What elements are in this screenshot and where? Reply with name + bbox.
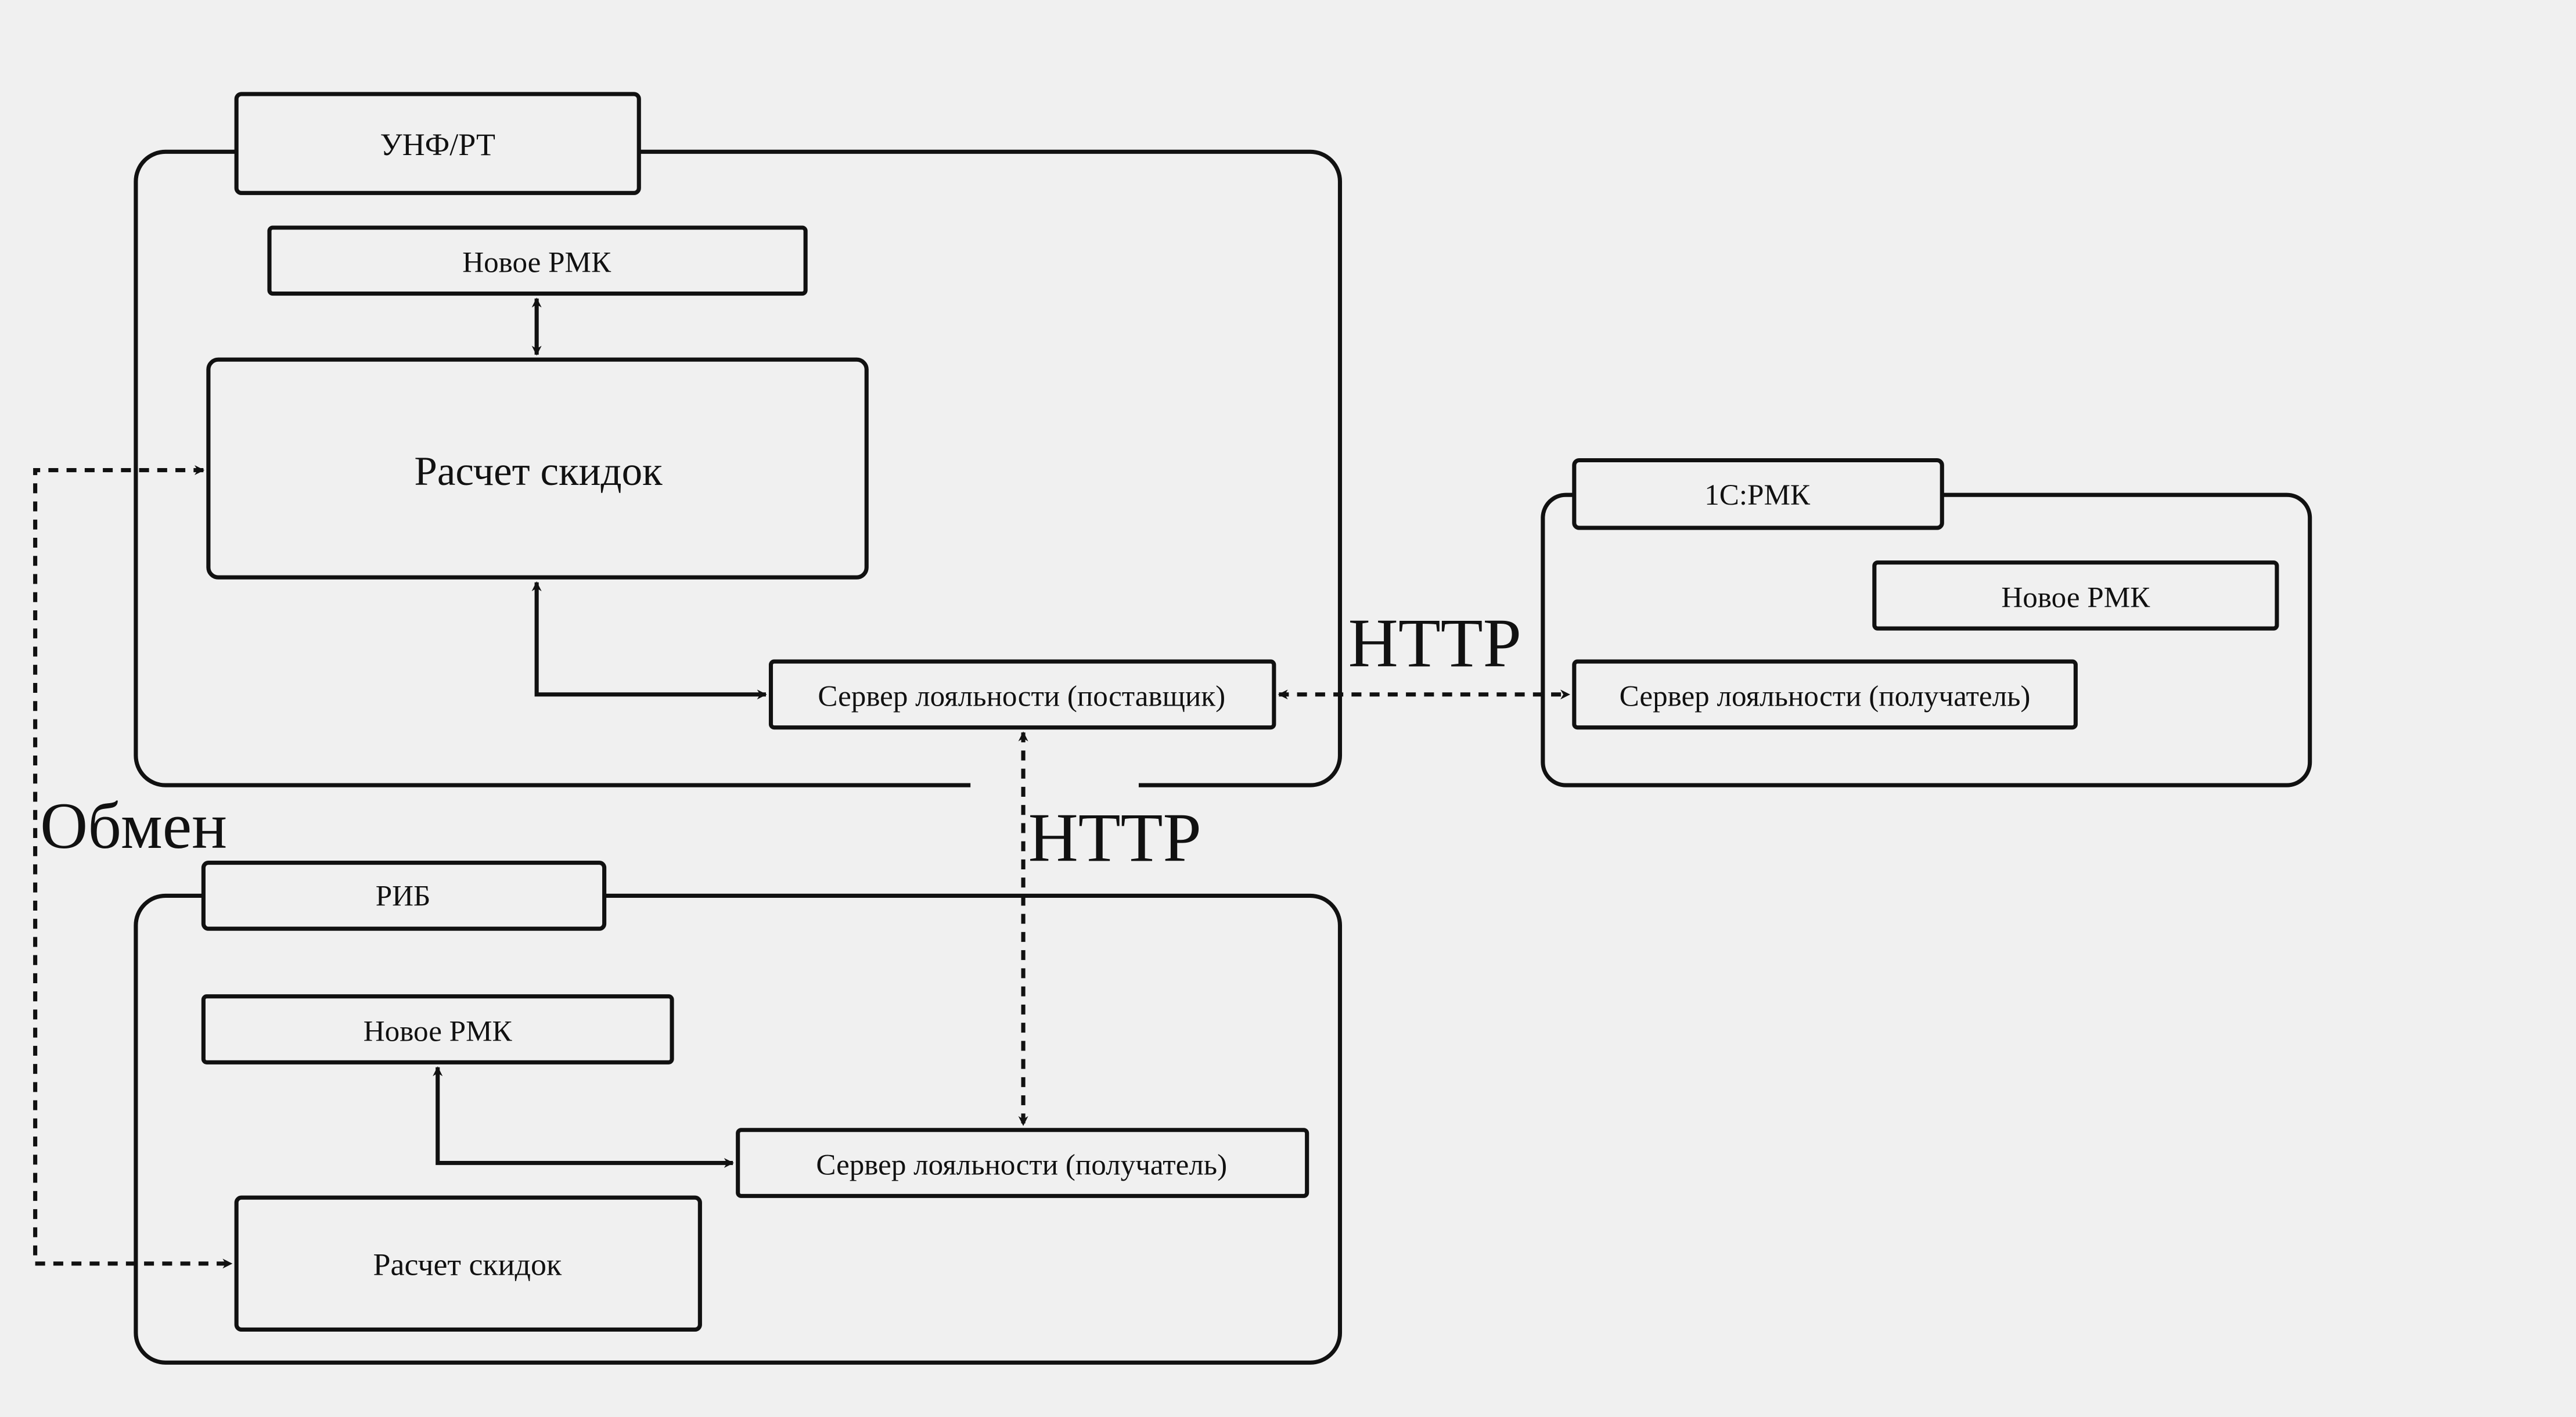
rmk1c-title: 1С:РМК <box>1704 479 1811 512</box>
rib-discount-calc-label: Расчет скидок <box>373 1247 562 1282</box>
rmk1c-new-rmk-label: Новое РМК <box>2001 581 2150 614</box>
unf-discount-calc-label: Расчет скидок <box>414 449 663 494</box>
http-horizontal-label: HTTP <box>1348 605 1521 682</box>
unf-loyalty-server-label: Сервер лояльности (поставщик) <box>818 680 1225 713</box>
unf-title-box <box>234 92 641 195</box>
unf-title: УНФ/РТ <box>380 127 495 162</box>
exchange-link <box>33 465 233 1269</box>
http-vertical-label: HTTP <box>1028 800 1201 876</box>
rib-loyalty-server-box <box>736 1128 1309 1198</box>
unf-new-rmk-box <box>267 225 808 296</box>
exchange-label: Обмен <box>40 789 227 862</box>
rmk1c-loyalty-server-box <box>1572 659 2078 730</box>
rib-container <box>134 893 1343 1365</box>
rmk1c-loyalty-server-label: Сервер лояльности (получатель) <box>1620 680 2031 713</box>
rib-rmk-server-link <box>433 1066 734 1168</box>
unf-calc-server-link <box>531 581 767 700</box>
rib-new-rmk-label: Новое РМК <box>364 1015 513 1048</box>
rmk1c-title-box <box>1572 458 1944 530</box>
unf-new-rmk-label: Новое РМК <box>462 246 611 279</box>
rib-discount-calc-box <box>234 1195 702 1332</box>
rmk1c-container <box>1541 492 2312 787</box>
unf-container <box>134 149 1343 787</box>
rmk1c-new-rmk-box <box>1872 560 2279 631</box>
unf-loyalty-server-box <box>768 659 1276 730</box>
rib-loyalty-server-label: Сервер лояльности (получатель) <box>816 1148 1227 1181</box>
rib-title: РИБ <box>376 879 431 912</box>
